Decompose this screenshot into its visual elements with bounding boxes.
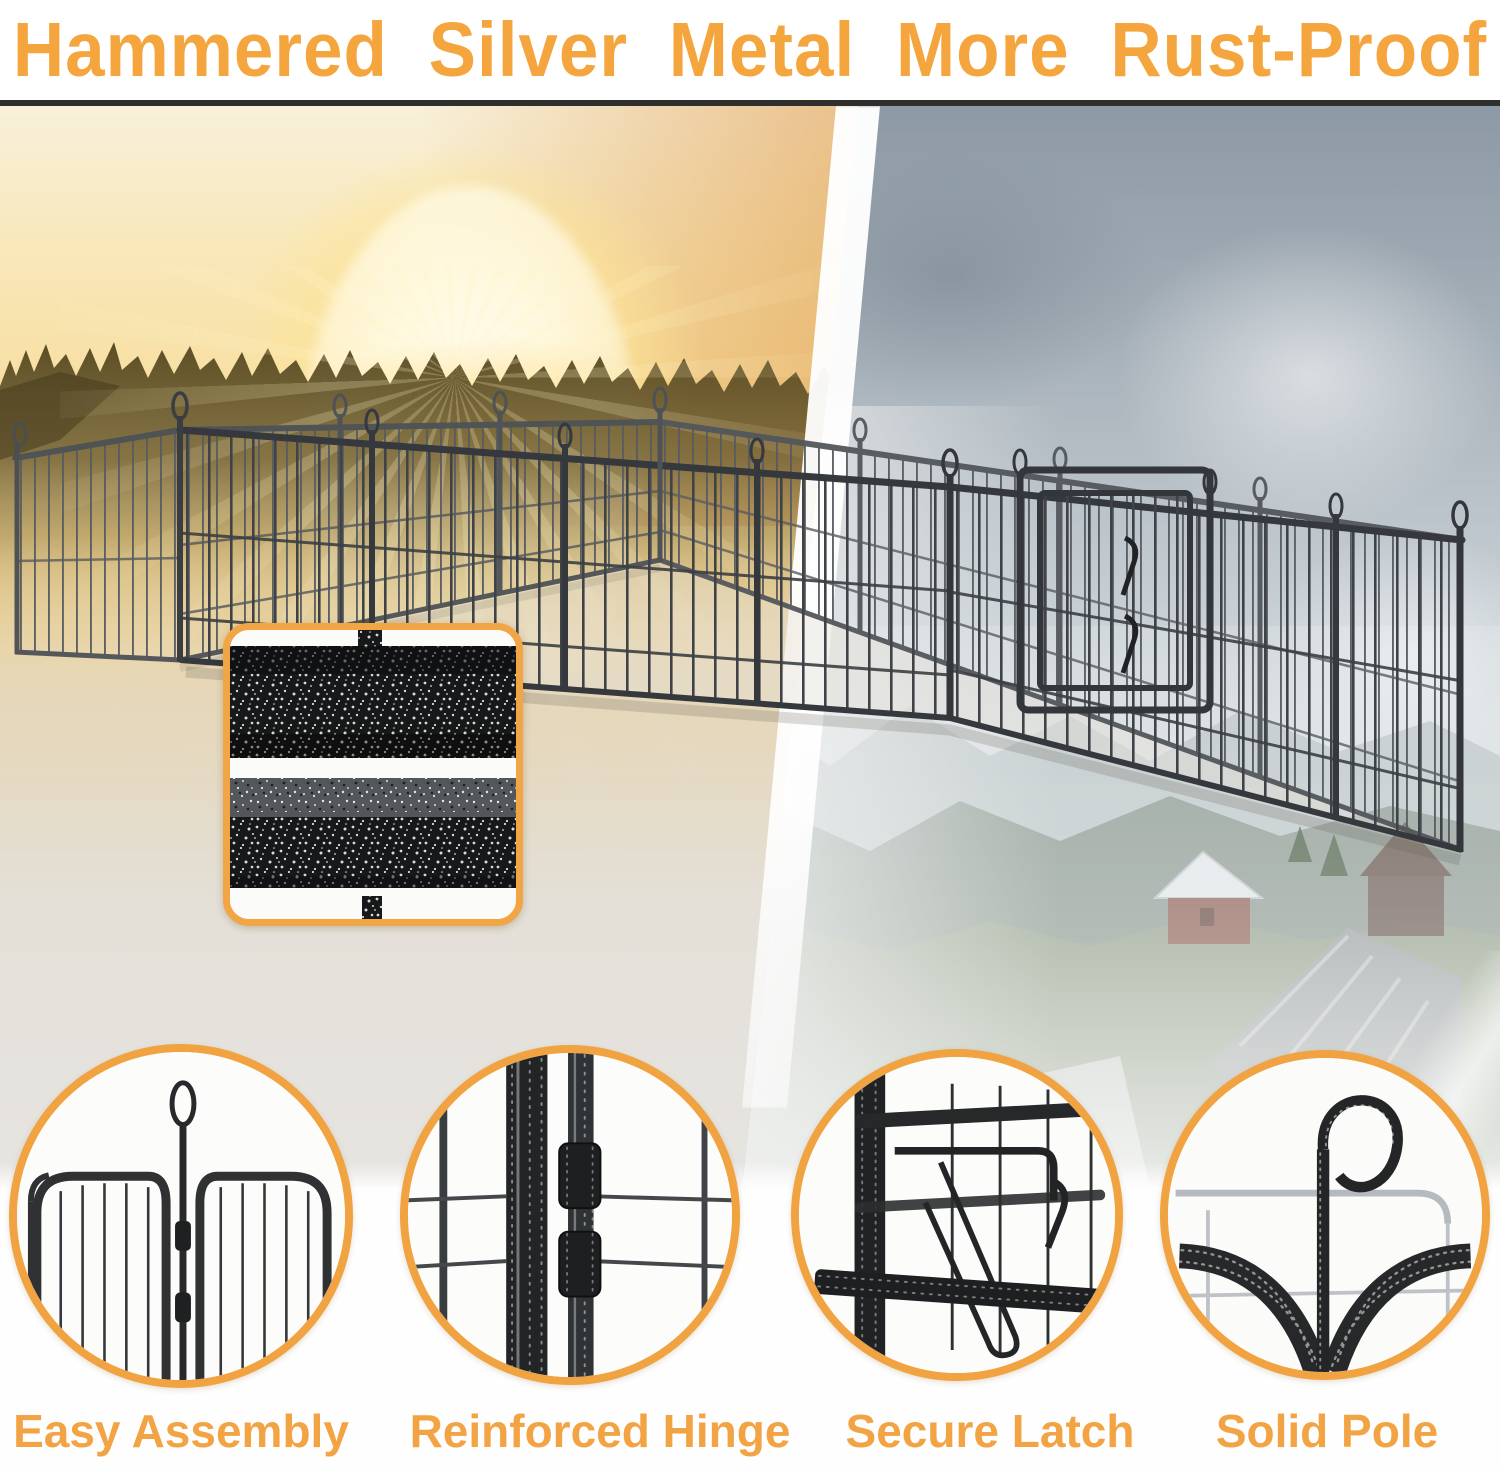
- latch-hook: [1044, 1178, 1069, 1249]
- feature-photo-solid-pole: [1160, 1050, 1490, 1380]
- left-panel-frame: [32, 1171, 171, 1380]
- pole-loop-top: [1317, 1095, 1403, 1193]
- gate-panel: [1012, 448, 1218, 714]
- feature-photo-reinforced-hinge: [400, 1045, 740, 1385]
- background-barrier-rail: [1175, 1189, 1452, 1224]
- reinforced-hinge-detail: [408, 1053, 732, 1377]
- hinge-sleeve-upper: [558, 1142, 602, 1210]
- hinge-rod: [568, 1053, 594, 1377]
- fence-outer-left-panel: [12, 421, 183, 663]
- gate-latch-lower: [1120, 613, 1139, 674]
- headline-text: Hammered Silver Metal More Rust-Proof: [12, 7, 1488, 93]
- playpen-fence-graphic: [12, 386, 1469, 866]
- fence-front-right-wall: [946, 448, 1466, 853]
- gate-latch-upper: [1120, 535, 1139, 596]
- feature-photo-easy-assembly: [9, 1044, 353, 1388]
- feature-label-reinforced-hinge: Reinforced Hinge: [409, 1405, 791, 1457]
- feature-label-solid-pole: Solid Pole: [1215, 1405, 1439, 1457]
- secure-latch-detail: [799, 1057, 1115, 1373]
- latch-hairpin-wire: [922, 1161, 1020, 1359]
- feature-photo-secure-latch: [791, 1049, 1123, 1381]
- right-panel-frame: [195, 1171, 332, 1380]
- corner-posts: [171, 386, 1469, 852]
- texture-inset: [223, 623, 523, 926]
- bright-cloud: [1120, 226, 1500, 526]
- hammered-metal-closeup: [230, 630, 516, 919]
- hinge-sleeve-lower: [558, 1230, 602, 1298]
- feature-label-secure-latch: Secure Latch: [845, 1405, 1135, 1457]
- feature-label-easy-assembly: Easy Assembly: [13, 1405, 349, 1457]
- headline-bar: Hammered Silver Metal More Rust-Proof: [0, 0, 1500, 100]
- latch-wire-top: [894, 1147, 1058, 1201]
- easy-assembly-detail: [17, 1052, 345, 1380]
- latch-frame-bar: [854, 1064, 886, 1366]
- hinge-frame-bar: [506, 1053, 548, 1377]
- solid-pole-detail: [1168, 1058, 1482, 1372]
- bottom-rail: [814, 1269, 1108, 1314]
- pin-loop: [169, 1080, 197, 1128]
